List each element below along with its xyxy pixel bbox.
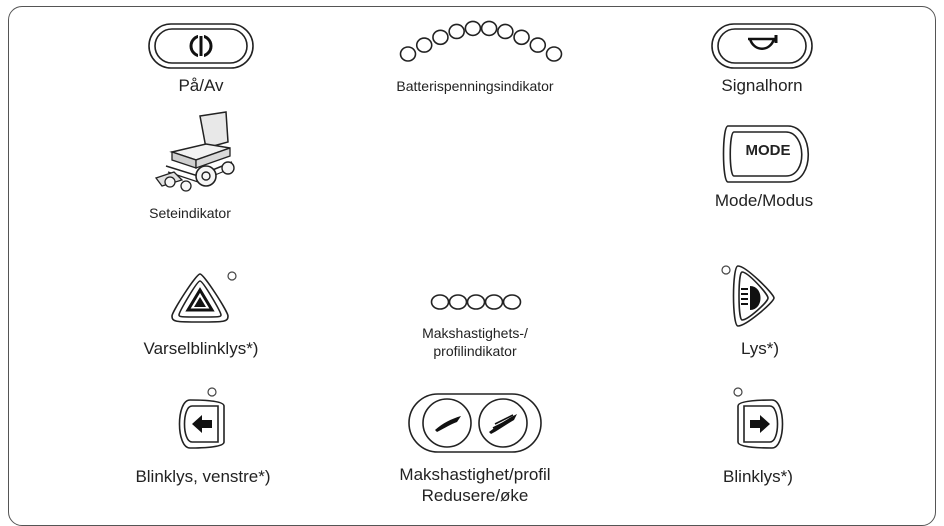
battery-led	[399, 46, 417, 62]
arrow-left-icon	[178, 387, 225, 449]
speed-led	[448, 294, 468, 310]
battery-led	[513, 29, 530, 46]
mode-button-text: MODE	[745, 142, 791, 159]
seat-label: Seteindikator	[149, 205, 231, 221]
headlight-icon	[721, 265, 775, 327]
battery-led	[529, 37, 547, 53]
speed-indicator-label-line2: profilindikator	[433, 343, 517, 359]
speed-up-down-icon	[408, 393, 542, 453]
arrow-right-icon	[733, 387, 784, 449]
battery-led	[497, 23, 514, 40]
speed-indicator-label-line1: Makshastighets-/	[422, 325, 528, 341]
battery-led	[480, 20, 498, 37]
battery-label: Batterispenningsindikator	[396, 78, 554, 94]
battery-indicator-icon	[399, 20, 563, 62]
battery-led	[464, 20, 482, 37]
battery-led	[545, 46, 563, 62]
horn-icon	[711, 23, 813, 69]
horn-label: Signalhorn	[721, 76, 803, 95]
power-label: På/Av	[178, 76, 224, 95]
right-indicator-label: Blinklys*)	[723, 467, 793, 486]
speed-buttons-label-line1: Makshastighet/profil	[399, 465, 551, 484]
speed-led	[430, 294, 450, 310]
speed-led	[484, 294, 504, 310]
wheelchair-seat-icon	[154, 111, 235, 192]
mode-button-icon	[722, 125, 809, 183]
battery-led	[448, 23, 465, 40]
lights-label: Lys*)	[740, 339, 780, 358]
speed-led	[466, 294, 486, 310]
left-indicator-label: Blinklys, venstre*)	[135, 467, 271, 486]
power-icon	[148, 23, 254, 69]
battery-led	[415, 37, 433, 53]
speed-buttons-label-line2: Redusere/øke	[421, 486, 529, 505]
speed-profile-indicator-icon	[430, 294, 522, 310]
hazard-label: Varselblinklys*)	[143, 339, 259, 358]
hazard-warning-icon	[171, 271, 237, 323]
mode-label: Mode/Modus	[714, 191, 814, 210]
speed-led	[502, 294, 522, 310]
battery-led	[432, 29, 449, 46]
